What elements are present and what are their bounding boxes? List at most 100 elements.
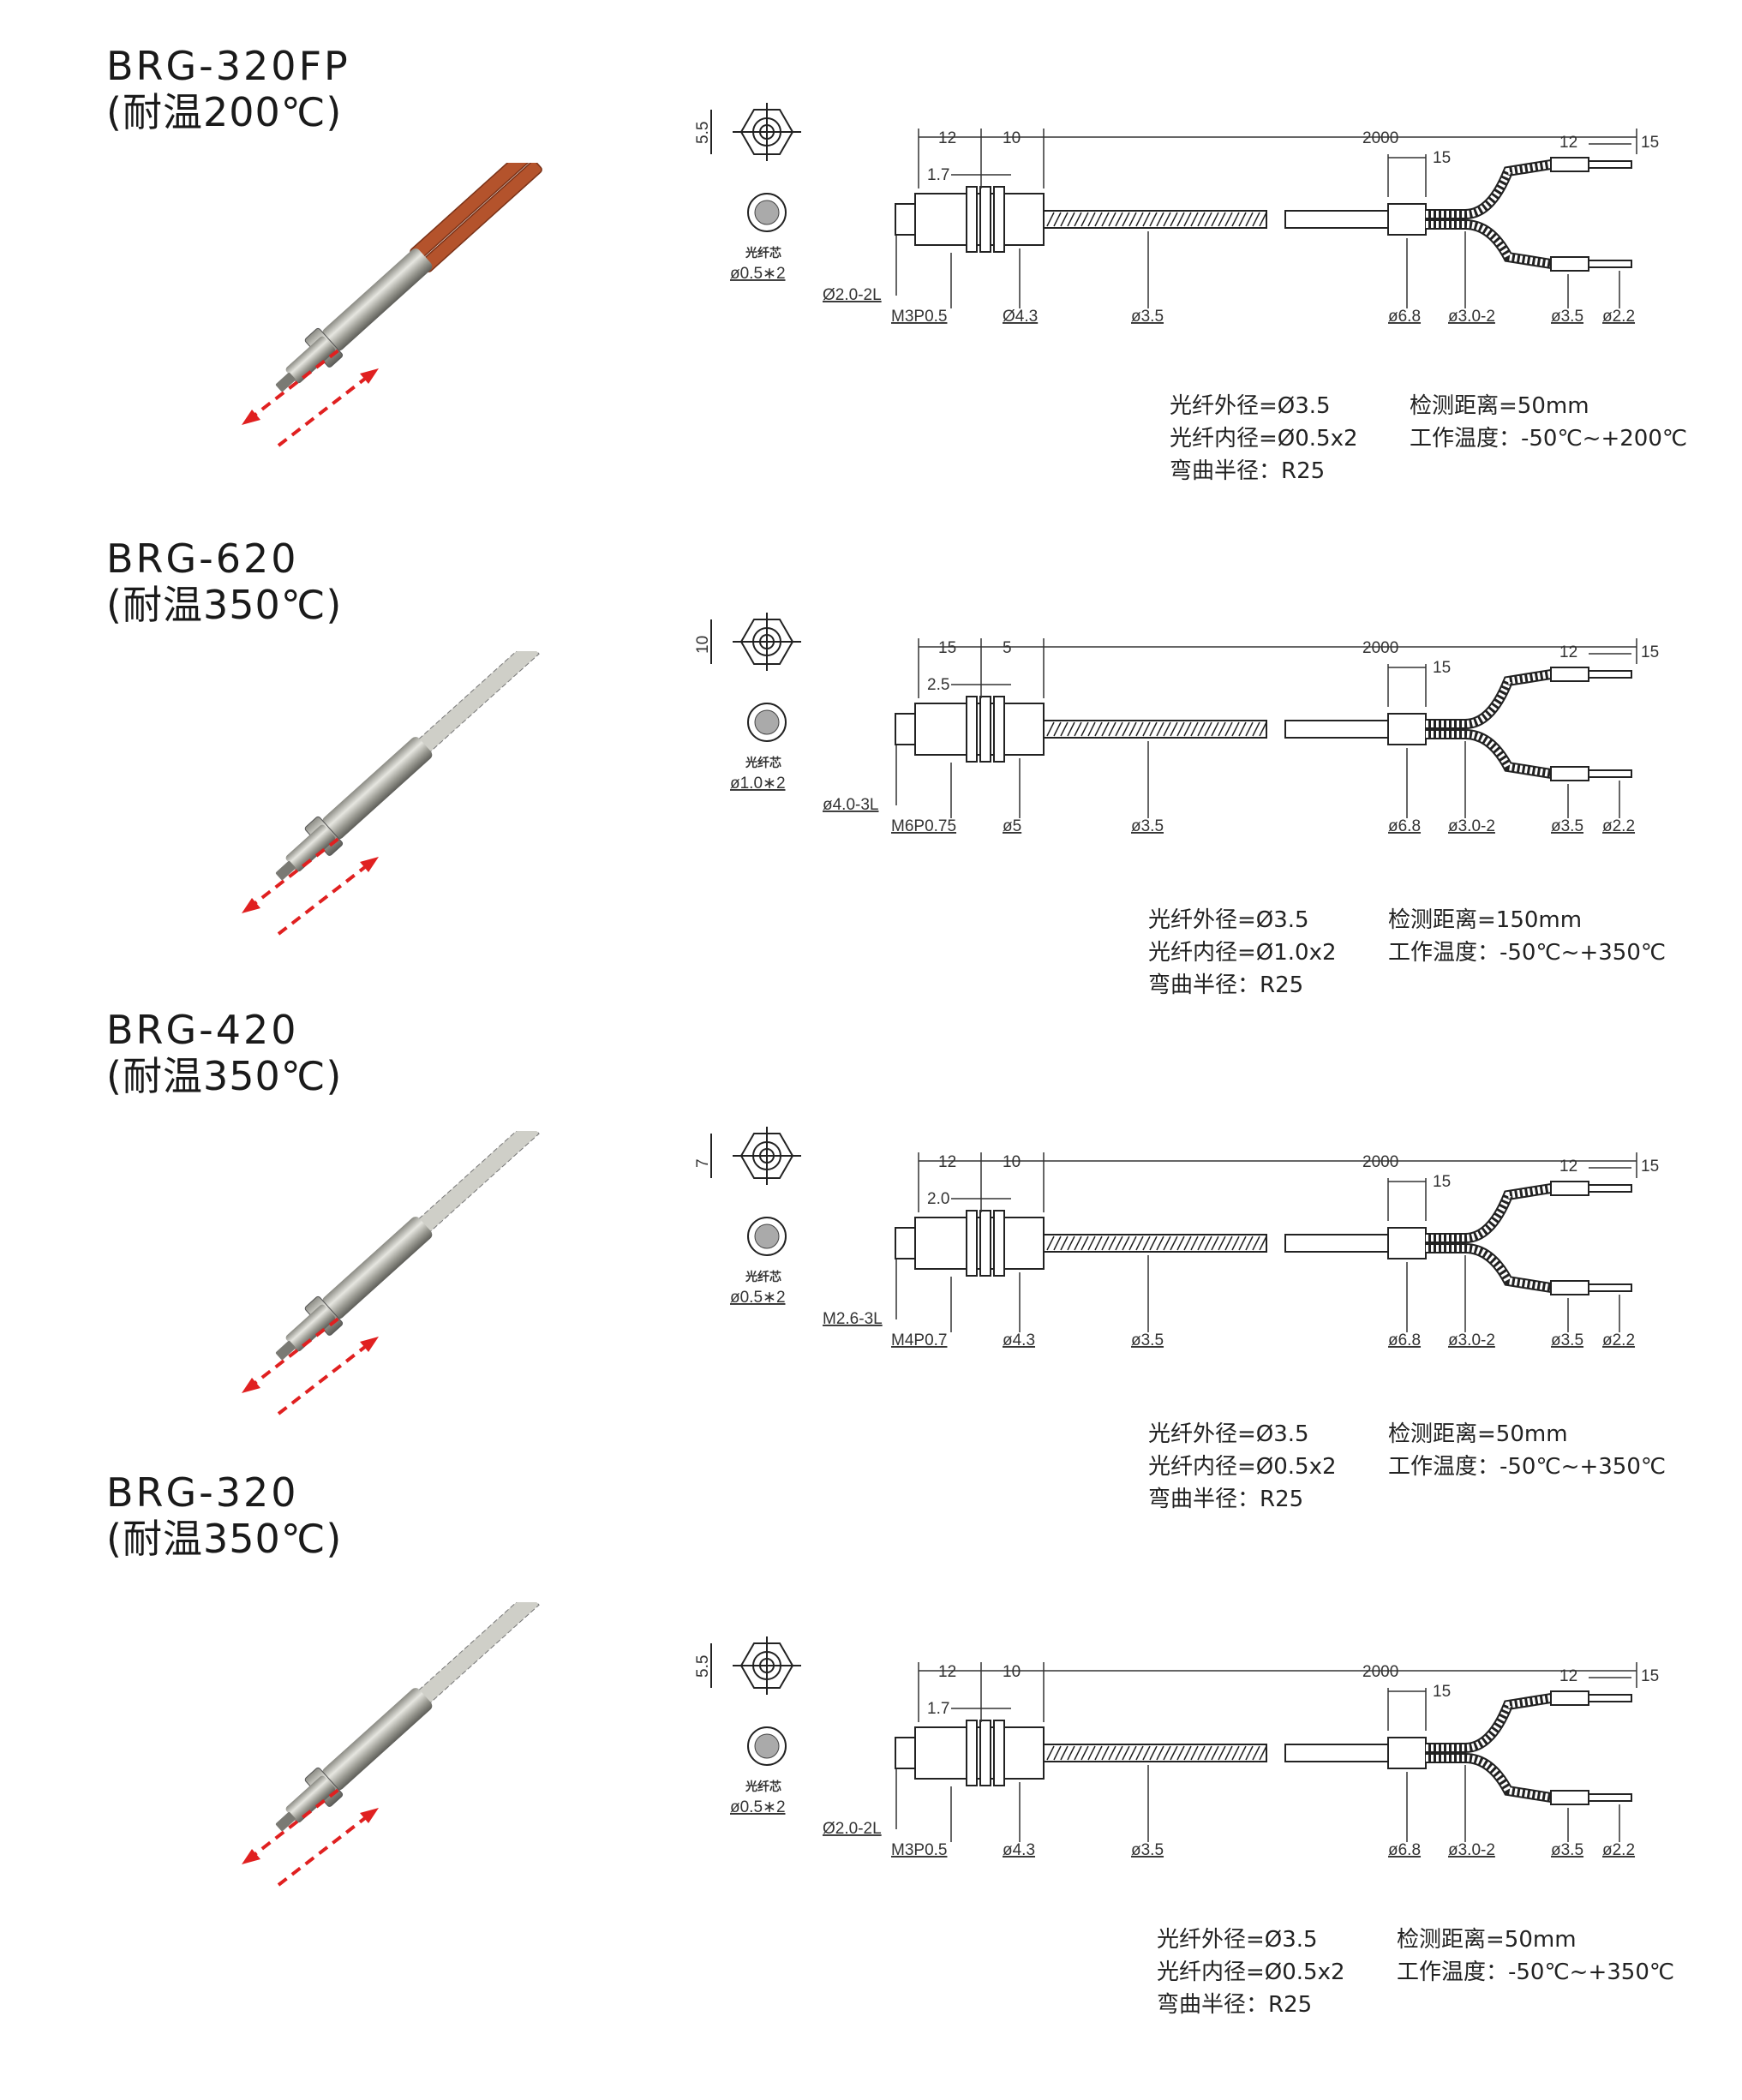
spec-line: 光纤外径=Ø3.5 — [1157, 1927, 1318, 1953]
light-direction-arrows — [242, 1785, 379, 1887]
nut-gap-dim: 1.7 — [927, 166, 949, 184]
sensor-probe — [275, 163, 542, 392]
spec-line: 弯曲半径：R25 — [1148, 1487, 1304, 1512]
spec-line: 光纤内径=Ø1.0x2 — [1148, 940, 1337, 966]
fiber-core-icon — [747, 703, 787, 742]
branch-diameter-label: ø3.0-2 — [1448, 1331, 1495, 1349]
sleeve-length-dim: 15 — [1433, 1683, 1451, 1701]
steel-braid-sheath — [412, 1131, 540, 1238]
core-label: 光纤芯 — [745, 1780, 781, 1794]
spec-line: 光纤外径=Ø3.5 — [1170, 393, 1331, 419]
sleeve-diameter-label: ø6.8 — [1388, 1841, 1421, 1859]
end-diameter-2-label: ø2.2 — [1602, 817, 1635, 835]
model-name: BRG-320FP — [106, 43, 350, 89]
total-length-dim: 2000 — [1362, 1153, 1398, 1171]
end-length-dim: 15 — [1641, 134, 1659, 152]
dimension-drawing: 7 光纤芯 ø0.5∗2 — [694, 1127, 1659, 1349]
cable-section — [1043, 1690, 1632, 1805]
branch-diameter-label: ø3.0-2 — [1448, 1841, 1495, 1859]
sensor-probe — [275, 651, 540, 881]
end-diameter-2-label: ø2.2 — [1602, 1841, 1635, 1859]
total-length-dim: 2000 — [1362, 639, 1398, 657]
end-diameter-1-label: ø3.5 — [1551, 1331, 1583, 1349]
sleeve-diameter-label: ø6.8 — [1388, 308, 1421, 326]
tip-spec-label: M2.6-3L — [823, 1310, 883, 1328]
spec-line: 工作温度：-50℃~+350℃ — [1388, 940, 1667, 966]
end-length-dim: 15 — [1641, 1667, 1659, 1685]
dimension-drawing: 5.5 光纤芯 ø0.5∗2 — [694, 103, 1659, 326]
fiber-diameter-label: ø3.5 — [1131, 1331, 1164, 1349]
branch-length-dim: 12 — [1559, 134, 1577, 152]
nut-length-dim: 10 — [1003, 129, 1021, 147]
body-length-dim: 12 — [938, 1663, 956, 1681]
core-spec: ø0.5∗2 — [730, 1798, 786, 1816]
fiber-cable — [410, 163, 542, 272]
cable-section — [1043, 157, 1632, 272]
end-diameter-2-label: ø2.2 — [1602, 1331, 1635, 1349]
body-diameter-label: ø4.3 — [1003, 1331, 1035, 1349]
hex-end-view — [710, 1127, 801, 1185]
branch-length-dim: 12 — [1559, 1667, 1577, 1685]
hex-size-label: 7 — [694, 1158, 712, 1168]
product-title: BRG-320 (耐温350℃) — [106, 1469, 342, 1562]
temperature-rating: (耐温350℃) — [106, 582, 343, 628]
end-diameter-1-label: ø3.5 — [1551, 1841, 1583, 1859]
spec-line: 弯曲半径：R25 — [1157, 1992, 1313, 2018]
dimension-lines — [895, 129, 1637, 308]
sleeve-length-dim: 15 — [1433, 659, 1451, 677]
cable-section — [1043, 1181, 1632, 1295]
end-diameter-2-label: ø2.2 — [1602, 308, 1635, 326]
hex-size-label: 10 — [694, 636, 712, 654]
spec-line: 工作温度：-50℃~+200℃ — [1410, 426, 1688, 452]
end-length-dim: 15 — [1641, 1158, 1659, 1176]
probe-side-view — [895, 1720, 1045, 1786]
spec-left-column: 光纤外径=Ø3.5 光纤内径=Ø1.0x2 弯曲半径：R25 — [1148, 904, 1337, 1002]
spec-right-column: 检测距离=50mm 工作温度：-50℃~+200℃ — [1410, 390, 1687, 455]
spec-line: 检测距离=150mm — [1388, 907, 1583, 933]
fiber-core-icon — [747, 1726, 787, 1766]
total-length-dim: 2000 — [1362, 1663, 1398, 1681]
dimension-lines — [895, 1152, 1637, 1332]
temperature-rating: (耐温200℃) — [106, 89, 343, 135]
spec-left-column: 光纤外径=Ø3.5 光纤内径=Ø0.5x2 弯曲半径：R25 — [1170, 390, 1358, 488]
sleeve-length-dim: 15 — [1433, 149, 1451, 167]
dimension-drawing: 5.5 光纤芯 ø0.5∗2 — [694, 1636, 1659, 1859]
end-length-dim: 15 — [1641, 643, 1659, 661]
fiber-diameter-label: ø3.5 — [1131, 308, 1164, 326]
probe-side-view — [895, 186, 1045, 253]
nut-length-dim: 10 — [1003, 1153, 1021, 1171]
fiber-core-icon — [747, 193, 787, 232]
copper-sheath — [420, 163, 542, 272]
fiber-cable — [412, 651, 540, 758]
spec-line: 工作温度：-50℃~+350℃ — [1397, 1959, 1675, 1985]
spec-line: 检测距离=50mm — [1397, 1927, 1577, 1953]
nut-gap-dim: 1.7 — [927, 1700, 949, 1718]
thread-label: M6P0.75 — [891, 817, 956, 835]
fiber-diameter-label: ø3.5 — [1131, 817, 1164, 835]
sensor-probe — [275, 1131, 540, 1361]
branch-length-dim: 12 — [1559, 643, 1577, 661]
tip-spec-label: Ø2.0-2L — [823, 1820, 882, 1838]
product-title: BRG-320FP (耐温200℃) — [106, 43, 350, 135]
spec-right-column: 检测距离=150mm 工作温度：-50℃~+350℃ — [1388, 904, 1666, 969]
product-photo — [242, 163, 542, 447]
spec-line: 光纤外径=Ø3.5 — [1148, 1421, 1309, 1447]
hex-size-label: 5.5 — [694, 122, 712, 144]
model-name: BRG-420 — [106, 1007, 299, 1053]
end-diameter-1-label: ø3.5 — [1551, 817, 1583, 835]
dimension-drawing: 10 光纤芯 ø1.0∗2 — [694, 613, 1659, 835]
branch-length-dim: 12 — [1559, 1158, 1577, 1176]
body-diameter-label: ø5 — [1003, 817, 1021, 835]
end-diameter-1-label: ø3.5 — [1551, 308, 1583, 326]
thread-label: M3P0.5 — [891, 1841, 947, 1859]
core-label: 光纤芯 — [745, 756, 781, 770]
hex-size-label: 5.5 — [694, 1655, 712, 1678]
hex-end-view — [710, 103, 801, 161]
light-direction-arrows — [242, 345, 379, 447]
sleeve-diameter-label: ø6.8 — [1388, 817, 1421, 835]
dimension-lines — [895, 1662, 1637, 1842]
thread-label: M3P0.5 — [891, 308, 947, 326]
hex-end-view — [710, 1636, 801, 1695]
thread-label: M4P0.7 — [891, 1331, 947, 1349]
body-diameter-label: Ø4.3 — [1003, 308, 1038, 326]
